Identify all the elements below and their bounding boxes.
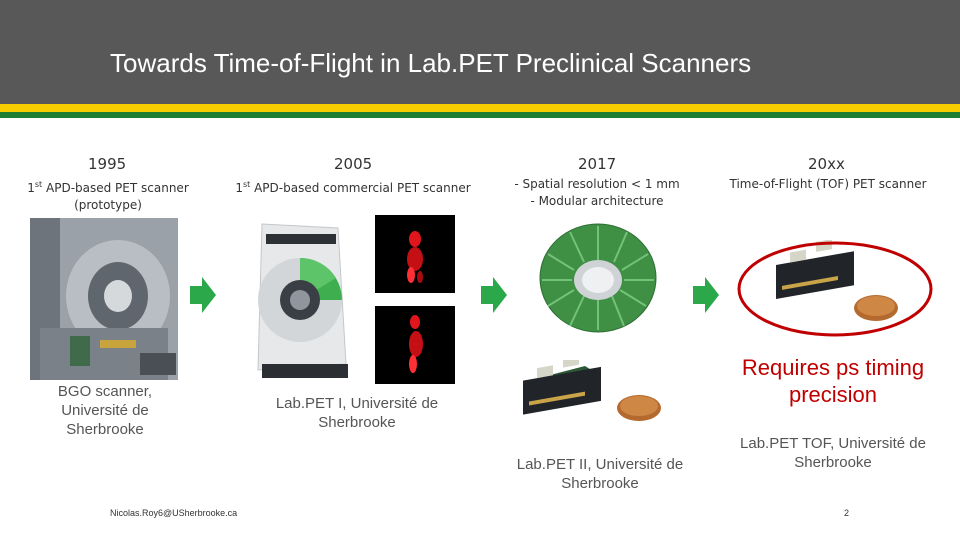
- accent-stripe-yellow: [0, 104, 960, 112]
- labpet2-gantry-image: [532, 220, 660, 336]
- year-2005: 2005: [334, 155, 373, 173]
- timing-precision-note: Requires ps timing precision: [741, 355, 925, 407]
- arrow-right-icon: [190, 277, 216, 313]
- detector-module-image: [515, 360, 665, 428]
- labpet-tof-detector-image: [736, 240, 934, 338]
- desc-20xx: Time-of-Flight (TOF) PET scanner: [729, 177, 927, 191]
- slide-title: Towards Time-of-Flight in Lab.PET Precli…: [110, 48, 752, 78]
- caption-bgo: BGO scanner, Université de Sherbrooke: [57, 383, 153, 438]
- year-1995: 1995: [88, 155, 127, 173]
- desc-1995: 1st APD-based PET scanner (prototype): [27, 180, 189, 212]
- desc-2005: 1st APD-based commercial PET scanner: [235, 180, 471, 195]
- pet-image-top: [375, 215, 455, 293]
- page-number: 2: [844, 508, 850, 518]
- bgo-scanner-photo: [30, 218, 178, 380]
- caption-labpet-tof: Lab.PET TOF, Université de Sherbrooke: [740, 435, 926, 471]
- arrow-right-icon: [481, 277, 507, 313]
- header-bar: [0, 0, 960, 104]
- year-20xx: 20xx: [808, 155, 845, 173]
- caption-labpet2: Lab.PET II, Université de Sherbrooke: [516, 456, 684, 492]
- pet-image-bottom: [375, 306, 455, 384]
- arrow-right-icon: [693, 277, 719, 313]
- footer-email: Nicolas.Roy6@USherbrooke.ca: [110, 508, 238, 518]
- year-2017: 2017: [578, 155, 617, 173]
- caption-labpet1: Lab.PET I, Université de Sherbrooke: [275, 395, 439, 431]
- desc-2017: - Spatial resolution < 1 mm - Modular ar…: [514, 177, 680, 208]
- accent-stripe-green: [0, 112, 960, 118]
- labpet1-scanner-image: [242, 214, 360, 384]
